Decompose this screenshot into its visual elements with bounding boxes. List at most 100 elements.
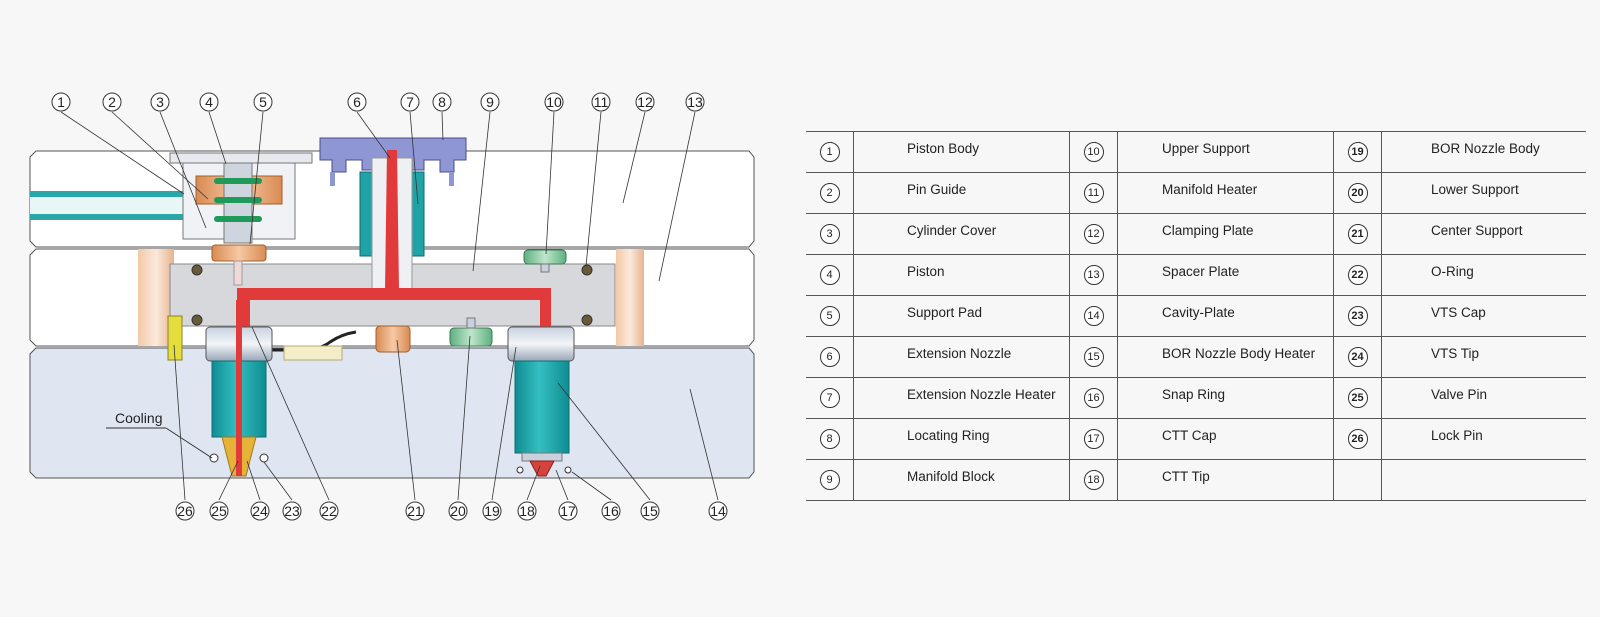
manifold-screws	[191, 264, 593, 326]
parts-legend-table: 1 Piston Body 10 Upper Support 19 BOR No…	[806, 131, 1586, 501]
callout-circle	[102, 92, 122, 112]
callout-circle	[250, 501, 270, 521]
legend-label: Extension Nozzle	[907, 345, 1012, 361]
legend-row: 5 Support Pad 14 Cavity-Plate 23 VTS Cap	[806, 295, 1586, 337]
legend-number: 12	[1083, 224, 1104, 244]
callout-circle	[175, 501, 195, 521]
callout-number: 14	[710, 503, 726, 519]
bor-nozzle	[507, 326, 575, 477]
callout-numbers: 1 2 3 4 5 6 7 8 9 10 11 12 13 14 15 16 1…	[57, 94, 726, 519]
callout-number: 22	[321, 503, 337, 519]
legend-label: VTS Cap	[1431, 304, 1486, 320]
callout-circle	[253, 92, 273, 112]
legend-label: Locating Ring	[907, 427, 990, 443]
callout-number: 11	[594, 94, 609, 110]
callout-circle	[282, 501, 302, 521]
hot-runner-diagram: Cooling	[29, 92, 755, 521]
legend-label: BOR Nozzle Body Heater	[1162, 345, 1316, 361]
callouts	[51, 92, 728, 521]
legend-row: 3 Cylinder Cover 12 Clamping Plate 21 Ce…	[806, 213, 1586, 255]
cavity-plate	[29, 347, 755, 479]
callout-circle	[601, 501, 621, 521]
callout-number: 21	[407, 503, 423, 519]
legend-number: 9	[819, 470, 840, 490]
callout-number: 3	[156, 94, 164, 110]
legend-number: 10	[1083, 142, 1104, 162]
legend-row: 9 Manifold Block 18 CTT Tip	[806, 459, 1586, 501]
legend-label: CTT Cap	[1162, 427, 1217, 443]
callout-circle	[708, 501, 728, 521]
callout-circle	[480, 92, 500, 112]
legend-row: 4 Piston 13 Spacer Plate 22 O-Ring	[806, 254, 1586, 296]
legend-label: Cavity-Plate	[1162, 304, 1235, 320]
legend-row: 1 Piston Body 10 Upper Support 19 BOR No…	[806, 131, 1586, 173]
legend-label: Spacer Plate	[1162, 263, 1240, 279]
legend-number: 4	[819, 265, 840, 285]
cooling-lines	[30, 191, 186, 220]
legend-label: CTT Tip	[1162, 468, 1210, 484]
leader-lines	[60, 111, 719, 501]
callout-number: 23	[284, 503, 300, 519]
callout-number: 8	[438, 94, 446, 110]
callout-circle	[432, 92, 452, 112]
legend-number: 21	[1347, 224, 1368, 244]
callout-circle	[347, 92, 367, 112]
legend-empty-cell	[1381, 459, 1586, 501]
callout-number: 13	[687, 94, 703, 110]
spacer-pillar-right	[616, 249, 644, 346]
legend-row: 6 Extension Nozzle 15 BOR Nozzle Body He…	[806, 336, 1586, 378]
legend-row: 7 Extension Nozzle Heater 16 Snap Ring 2…	[806, 377, 1586, 419]
legend-label: Lower Support	[1431, 181, 1519, 197]
lower-support	[449, 327, 493, 347]
callout-circle	[482, 501, 502, 521]
callout-number: 5	[259, 94, 267, 110]
legend-label: Piston Body	[907, 140, 980, 156]
legend-label: Manifold Heater	[1162, 181, 1258, 197]
legend-number: 5	[819, 306, 840, 326]
cooling-hole	[209, 453, 219, 463]
cooling-label: Cooling	[115, 410, 162, 426]
callout-number: 20	[450, 503, 466, 519]
callout-circle	[150, 92, 170, 112]
callout-circle	[209, 501, 229, 521]
cooling-hole	[564, 466, 572, 474]
melt-channel-sprue	[385, 150, 399, 290]
legend-number: 24	[1347, 347, 1368, 367]
callout-circle	[319, 501, 339, 521]
callout-number: 17	[560, 503, 576, 519]
legend-label: Support Pad	[907, 304, 983, 320]
legend-label: Center Support	[1431, 222, 1523, 238]
legend-number: 14	[1083, 306, 1104, 326]
legend-label: O-Ring	[1431, 263, 1474, 279]
callout-circle	[199, 92, 219, 112]
legend-label: Pin Guide	[907, 181, 967, 197]
legend-number: 25	[1347, 388, 1368, 408]
callout-number: 10	[546, 94, 562, 110]
legend-label: Upper Support	[1162, 140, 1250, 156]
callout-circle	[51, 92, 71, 112]
legend-number: 2	[819, 183, 840, 203]
legend-number: 6	[819, 347, 840, 367]
callout-number: 18	[519, 503, 535, 519]
legend-label: Extension Nozzle Heater	[907, 386, 1056, 402]
legend-number: 22	[1347, 265, 1368, 285]
legend-number: 15	[1083, 347, 1104, 367]
cooling-hole	[516, 466, 524, 474]
legend-number: 26	[1347, 429, 1368, 449]
legend-number: 19	[1347, 142, 1368, 162]
callout-circle	[640, 501, 660, 521]
callout-circle	[448, 501, 468, 521]
legend-label: VTS Tip	[1431, 345, 1480, 361]
callout-number: 26	[177, 503, 193, 519]
legend-number: 7	[819, 388, 840, 408]
callout-circle	[517, 501, 537, 521]
callout-number: 2	[108, 94, 116, 110]
cooling-hole	[259, 453, 269, 463]
callout-circle	[635, 92, 655, 112]
callout-number: 1	[57, 94, 65, 110]
legend-number: 13	[1083, 265, 1104, 285]
callout-number: 12	[637, 94, 653, 110]
callout-circle	[400, 92, 420, 112]
callout-number: 9	[486, 94, 494, 110]
callout-circle	[405, 501, 425, 521]
